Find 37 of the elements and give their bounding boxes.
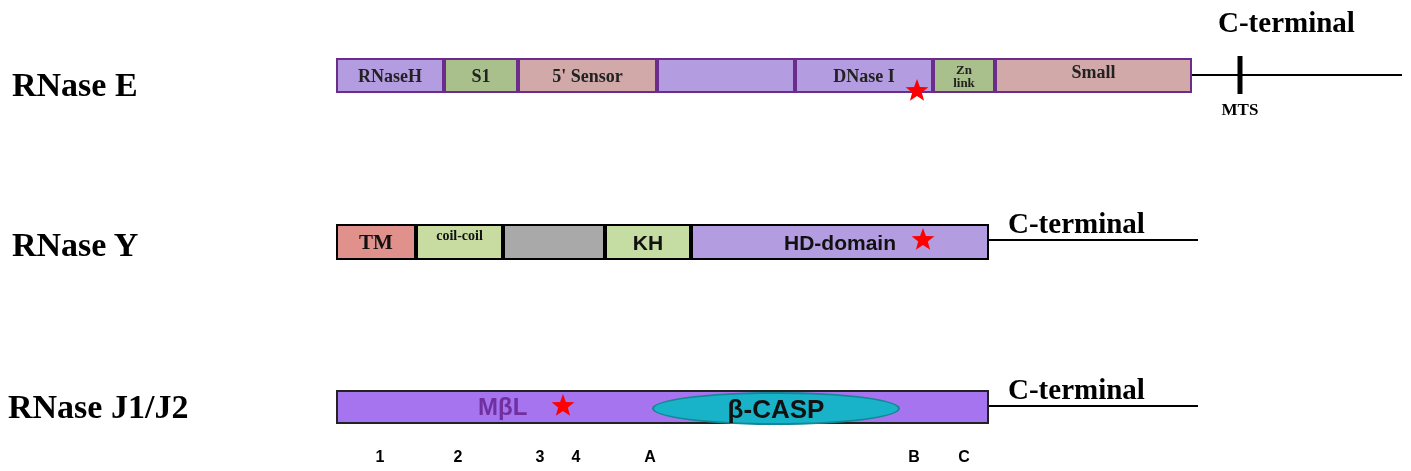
- domain-box: [518, 58, 657, 93]
- position-label: A: [644, 449, 656, 465]
- position-label: 2: [453, 449, 463, 465]
- protein-bar: [336, 390, 989, 424]
- terminal-label: C-terminal: [1008, 209, 1145, 238]
- position-label: 1: [375, 449, 385, 465]
- domain-label: KH: [632, 231, 664, 253]
- domain-label: S1: [471, 66, 491, 85]
- domain-box: [336, 224, 416, 260]
- domain-box: [795, 58, 933, 93]
- protein-name: RNase J1/J2: [8, 390, 189, 424]
- domain-box: [933, 58, 995, 93]
- position-label: 4: [571, 449, 581, 465]
- domain-box: [605, 224, 691, 260]
- domain-label: HD-domain: [784, 231, 896, 253]
- position-label: 3: [535, 449, 545, 465]
- domain-label: MβL: [478, 395, 528, 419]
- domain-box: [995, 58, 1192, 93]
- domain-label: DNase I: [833, 66, 895, 85]
- terminal-label: C-terminal: [1008, 375, 1145, 404]
- site-label: MTS: [1221, 101, 1259, 118]
- domain-box: [416, 224, 503, 260]
- domain-label: Small: [1071, 63, 1116, 81]
- terminal-label: C-terminal: [1218, 8, 1355, 37]
- domain-label: RNaseH: [358, 66, 422, 85]
- protein-name: RNase E: [12, 68, 138, 102]
- position-label: C: [958, 449, 970, 465]
- domain-label: 5' Sensor: [552, 66, 623, 85]
- protein-name: RNase Y: [12, 228, 139, 262]
- domain-label: TM: [359, 231, 393, 253]
- domain-box: [444, 58, 518, 93]
- domain-box: [691, 224, 989, 260]
- domain-box: [336, 58, 444, 93]
- domain-label: coil-coil: [436, 229, 483, 243]
- position-label: B: [908, 449, 920, 465]
- domain-label: β-CASP: [727, 395, 825, 422]
- domain-label: Zn link: [952, 62, 976, 89]
